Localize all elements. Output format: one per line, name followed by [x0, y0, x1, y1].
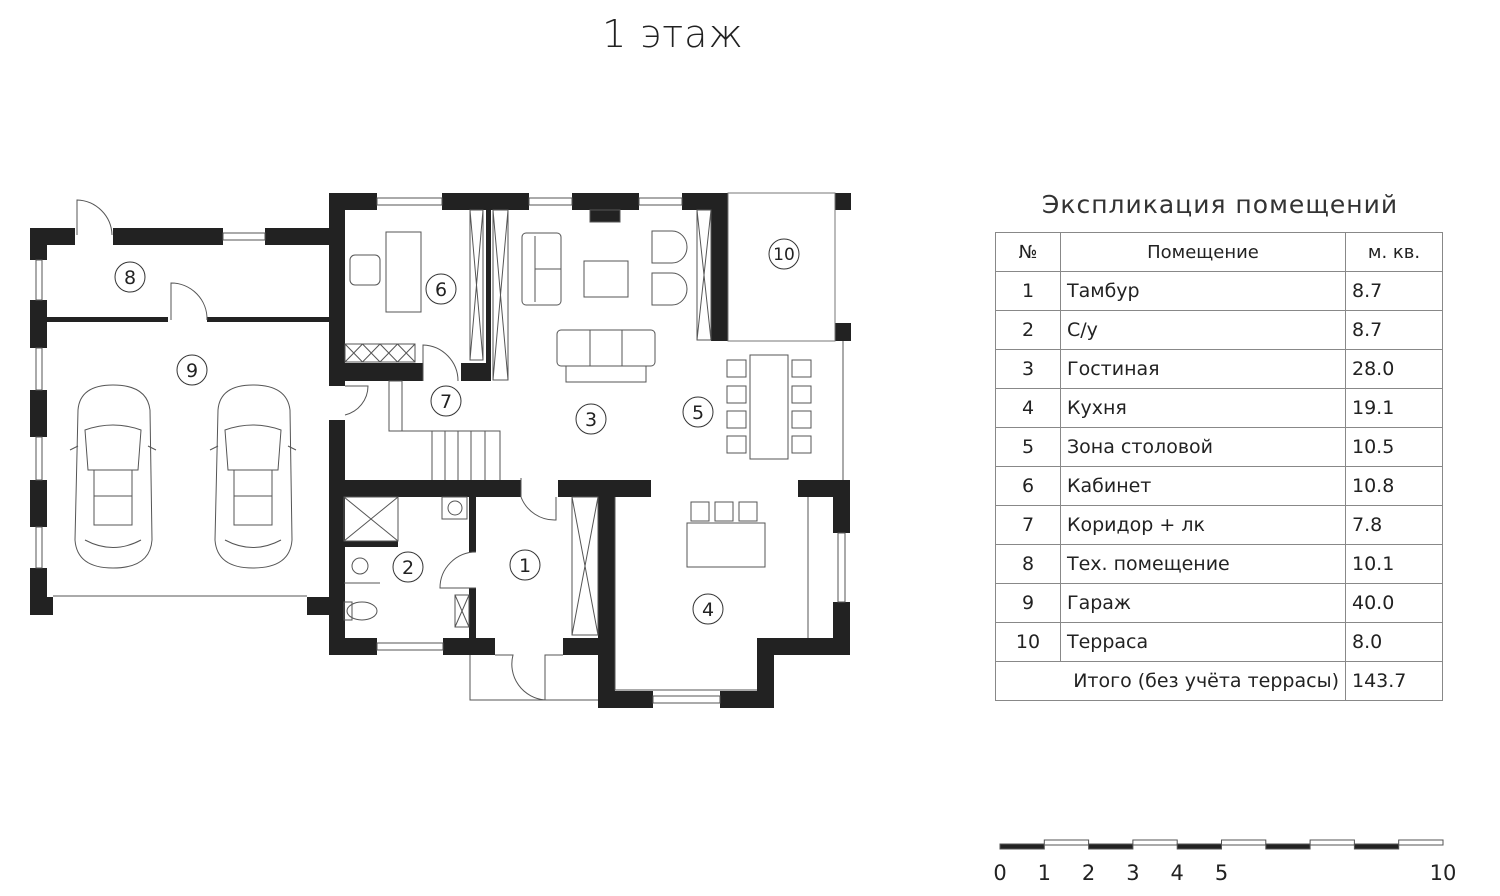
room-area: 10.5	[1345, 427, 1443, 467]
scale-label: 2	[1082, 861, 1095, 885]
scale-label: 0	[993, 861, 1006, 885]
room-label-8: 8	[114, 261, 146, 293]
svg-text:8: 8	[124, 267, 136, 289]
scale-labels: 0 1 2 3 4 5 10	[993, 861, 1456, 885]
room-name: С/у	[1060, 310, 1346, 350]
room-area: 7.8	[1345, 505, 1443, 545]
room-area: 40.0	[1345, 583, 1443, 623]
room-area: 28.0	[1345, 349, 1443, 389]
scale-segment	[1043, 839, 1090, 846]
svg-text:3: 3	[585, 409, 597, 431]
room-number: 2	[995, 310, 1061, 350]
room-name: Зона столовой	[1060, 427, 1346, 467]
svg-text:10: 10	[773, 245, 795, 265]
scale-label: 10	[1430, 861, 1457, 885]
furniture	[343, 209, 812, 636]
room-label-6: 6	[425, 273, 457, 305]
room-label-5: 5	[682, 396, 714, 428]
room-label-2: 2	[392, 551, 424, 583]
room-area: 8.7	[1345, 271, 1443, 311]
scale-segment	[1309, 839, 1355, 846]
room-number: 6	[995, 466, 1061, 506]
svg-text:9: 9	[186, 360, 198, 382]
room-name: Гостиная	[1060, 349, 1346, 389]
svg-text:4: 4	[702, 599, 714, 621]
room-number: 5	[995, 427, 1061, 467]
scale-segment	[1176, 843, 1222, 850]
room-number: 7	[995, 505, 1061, 545]
header-num: №	[995, 232, 1061, 272]
scale-segment	[1221, 839, 1267, 846]
total-label: Итого (без учёта террасы)	[995, 661, 1346, 701]
room-label-7: 7	[430, 385, 462, 417]
svg-text:5: 5	[692, 402, 704, 424]
scale-segment	[1265, 843, 1311, 850]
room-labels: 1 2 3 4 5 6 7 8 9 10	[114, 238, 800, 625]
room-label-1: 1	[509, 549, 541, 581]
room-number: 1	[995, 271, 1061, 311]
scale-label: 4	[1171, 861, 1184, 885]
room-area: 19.1	[1345, 388, 1443, 428]
svg-text:7: 7	[440, 391, 452, 413]
room-name: Кабинет	[1060, 466, 1346, 506]
walls	[30, 193, 851, 708]
scale-segment	[1132, 839, 1178, 846]
room-area: 8.7	[1345, 310, 1443, 350]
car	[69, 384, 157, 569]
scale-label: 1	[1038, 861, 1051, 885]
header-area: м. кв.	[1345, 232, 1443, 272]
room-number: 3	[995, 349, 1061, 389]
scale-segment	[1398, 839, 1444, 846]
room-label-9: 9	[176, 354, 208, 386]
scale-segments	[999, 839, 1444, 850]
room-name: Гараж	[1060, 583, 1346, 623]
explication-title: Экспликация помещений	[1041, 190, 1399, 219]
scale-segment	[1353, 843, 1400, 850]
table-header: № Помещение м. кв.	[995, 232, 1443, 272]
scale-label: 3	[1126, 861, 1139, 885]
room-name: Тех. помещение	[1060, 544, 1346, 584]
room-area: 10.8	[1345, 466, 1443, 506]
floor-plan: 1 2 3 4 5 6 7 8 9 10	[30, 192, 851, 708]
total-area: 143.7	[1345, 661, 1443, 701]
room-label-4: 4	[692, 593, 724, 625]
room-name: Тамбур	[1060, 271, 1346, 311]
room-area: 10.1	[1345, 544, 1443, 584]
svg-text:2: 2	[402, 557, 414, 579]
windows	[35, 192, 846, 704]
cars	[69, 384, 297, 569]
room-name: Кухня	[1060, 388, 1346, 428]
room-number: 4	[995, 388, 1061, 428]
room-number: 10	[995, 622, 1061, 662]
doors	[76, 199, 563, 701]
room-number: 8	[995, 544, 1061, 584]
svg-text:1: 1	[519, 555, 531, 577]
room-area: 8.0	[1345, 622, 1443, 662]
room-number: 9	[995, 583, 1061, 623]
room-name: Коридор + лк	[1060, 505, 1346, 545]
scale-segment	[1088, 843, 1134, 850]
table-total-row: Итого (без учёта террасы) 143.7	[995, 661, 1443, 701]
scale-segment	[999, 843, 1045, 850]
room-label-10: 10	[768, 238, 800, 270]
room-name: Терраса	[1060, 622, 1346, 662]
page-title: 1 этаж	[602, 12, 744, 56]
svg-text:6: 6	[435, 279, 447, 301]
scale-label: 5	[1215, 861, 1228, 885]
header-room: Помещение	[1060, 232, 1346, 272]
room-label-3: 3	[575, 403, 607, 435]
car	[209, 384, 297, 569]
